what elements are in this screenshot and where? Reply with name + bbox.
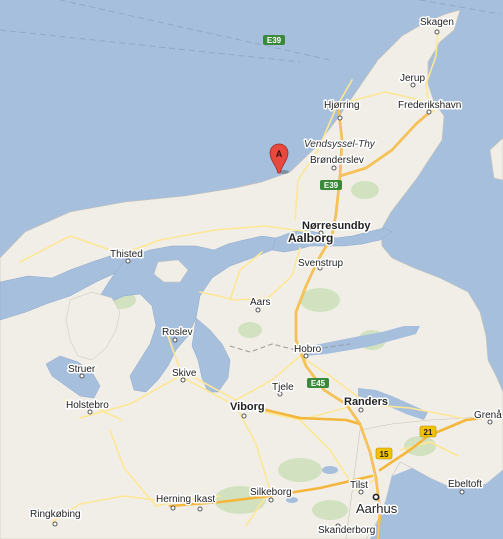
label-skagen: Skagen (420, 17, 454, 28)
label-roslev: Roslev (162, 327, 193, 338)
label-ikast: Ikast (194, 494, 215, 505)
svg-text:E39: E39 (324, 181, 339, 190)
svg-text:21: 21 (424, 428, 433, 437)
label-vendsyssel-thy: Vendsyssel-Thy (304, 139, 376, 150)
label-silkeborg: Silkeborg (250, 487, 292, 498)
road-shield-21: 21 (419, 425, 437, 438)
label-aars: Aars (250, 297, 271, 308)
location-marker-a[interactable]: A (269, 143, 289, 174)
region-boundary (229, 343, 351, 353)
sea-boundaries (0, 0, 501, 63)
label-ebeltoft: Ebeltoft (448, 479, 482, 490)
park-areas (104, 181, 436, 520)
svg-text:E39: E39 (267, 36, 282, 45)
label-thisted: Thisted (110, 249, 143, 260)
label-skive: Skive (172, 368, 197, 379)
major-city-dots (326, 234, 380, 501)
land-jutland (0, 9, 503, 539)
label-tilst: Tilst (350, 480, 368, 491)
label-jerup: Jerup (400, 73, 425, 84)
aarhus-bay (370, 468, 503, 539)
label-bronderslev: Brønderslev (310, 155, 364, 166)
svg-text:15: 15 (380, 450, 389, 459)
label-aalborg: Aalborg (288, 231, 333, 245)
label-ringkobing: Ringkøbing (30, 509, 81, 520)
label-holstebro: Holstebro (66, 400, 109, 411)
road-shield-e45: E45 (307, 378, 329, 388)
svg-text:E45: E45 (311, 379, 326, 388)
road-shield-e39-north: E39 (263, 35, 285, 45)
major-roads-inner (295, 103, 431, 539)
label-grena: Grenå (474, 409, 502, 421)
label-skanderborg: Skanderborg (318, 525, 375, 536)
label-frederikshavn: Frederikshavn (398, 100, 461, 111)
label-hjorring: Hjørring (324, 100, 360, 111)
label-aarhus: Aarhus (356, 501, 398, 516)
label-svenstrup: Svenstrup (298, 258, 343, 269)
road-shield-15: 15 (375, 447, 393, 460)
label-hobro: Hobro (294, 344, 322, 355)
label-tjele: Tjele (272, 382, 294, 393)
road-shield-e39-mid: E39 (320, 180, 342, 190)
label-randers: Randers (344, 396, 388, 408)
label-viborg: Viborg (230, 401, 265, 413)
city-dots (52, 29, 493, 529)
label-norresundby: Nørresundby (302, 220, 371, 232)
island-laeso (489, 137, 503, 181)
label-struer: Struer (68, 364, 96, 375)
label-herning: Herning (156, 494, 191, 505)
minor-roads (19, 29, 463, 527)
fjords-east (286, 326, 428, 503)
svg-text:A: A (276, 149, 283, 159)
